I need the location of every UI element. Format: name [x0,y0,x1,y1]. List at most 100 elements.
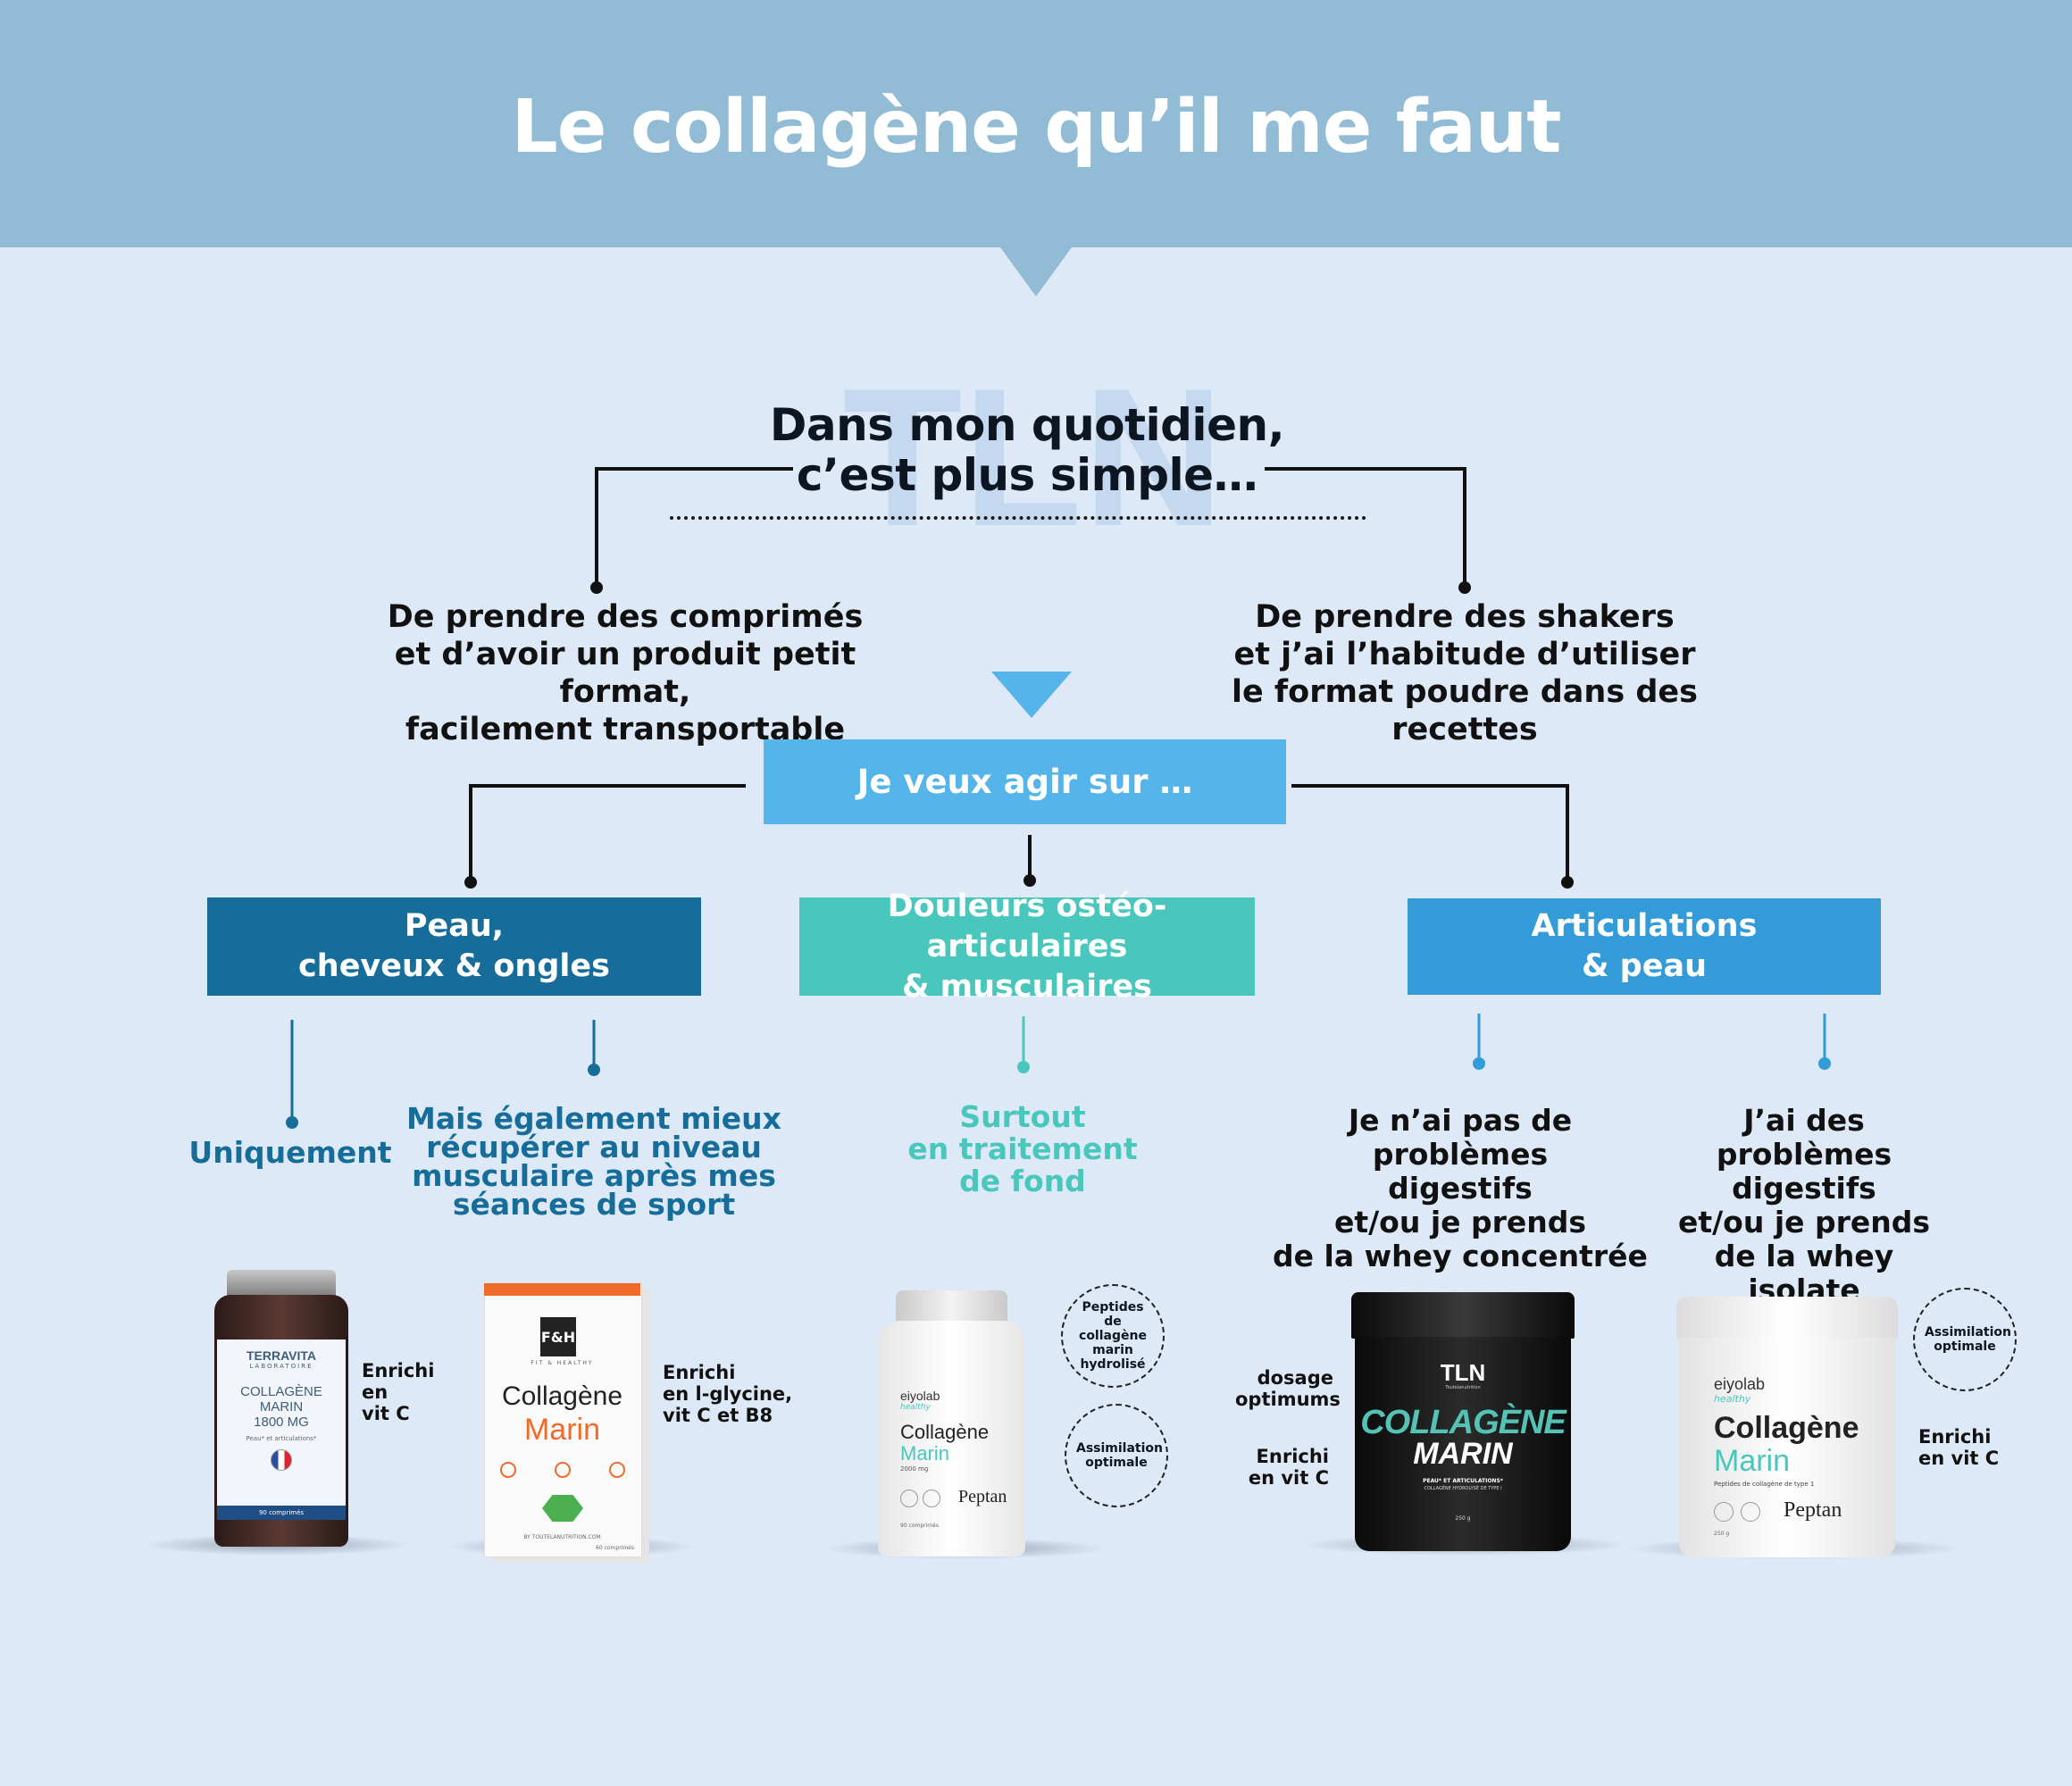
subchoice-digest-line-2: digestifs [1732,1171,1876,1206]
eiyolab-powder-name-1: Collagène [1714,1411,1859,1445]
badge-peptides: Peptides de collagène marin hydrolisé [1061,1284,1165,1388]
subchoice-surtout-line-1: Surtout [959,1099,1086,1134]
product-eiyolab-caps: eiyolab healthy Collagène Marin 2000 mg … [878,1290,1025,1556]
quality-badge-icon [542,1495,583,1522]
subchoice-mais-line-4: séances de sport [452,1187,736,1222]
note-tln-vitc: Enrichi en vit C [1235,1446,1329,1489]
dotted-divider [670,516,1366,520]
note-tln-dosage-line-2: optimums [1235,1389,1341,1410]
tln-name-2: MARIN [1413,1437,1513,1471]
category-douleurs-line-1: Douleurs ostéo-articulaires [887,888,1167,964]
eiyolab-powder-weight: 250 g [1714,1531,1730,1537]
subchoice-surtout-line-2: en traitement [907,1131,1138,1166]
eiyolab-caps-brand: eiyolab [900,1389,940,1403]
subchoice-no-digest-line-4: de la whey concentrée [1273,1239,1648,1273]
option-powder-line-3: le format poudre dans des recettes [1232,674,1698,747]
subchoice-surtout-line-3: de fond [959,1164,1086,1198]
eiyolab-caps-brand-sub: healthy [900,1403,931,1412]
note-eiyolab-powder: Enrichi en vit C [1918,1426,1999,1469]
terravita-brand: TERRAVITA [246,1348,317,1363]
peptan-logo: Peptan [1784,1498,1842,1522]
category-peau-line-2: cheveux & ongles [298,948,610,984]
benefit-icon [555,1462,571,1478]
option-tablets: De prendre des comprimés et d’avoir un p… [330,598,920,748]
note-terravita-line-1: Enrichi [362,1360,435,1381]
question-title: Dans mon quotidien, c’est plus simple… [679,400,1375,500]
subchoice-mais-line-1: Mais également mieux [406,1101,781,1136]
tln-name-1: COLLAGÈNE [1360,1404,1567,1441]
note-terravita-line-2: en [362,1381,388,1403]
subchoice-digest: J’ai des problèmes digestifs et/ou je pr… [1657,1104,1951,1307]
question-line-2: c’est plus simple… [796,449,1258,501]
terravita-name-2: MARIN [259,1399,304,1415]
note-fh-line-3: vit C et B8 [663,1405,773,1426]
fh-logo: F&H [540,1317,576,1356]
note-tln-dosage: dosage optimums [1235,1367,1341,1410]
eiyolab-powder-brand: eiyolab [1714,1375,1766,1393]
feature-icon [900,1490,918,1507]
subchoice-no-digest-line-2: digestifs [1388,1171,1533,1206]
fh-icon-row [500,1462,625,1478]
tln-brand-sub: Toutelanutrition [1445,1385,1481,1390]
subchoice-mais-egalement: Mais également mieux récupérer au niveau… [402,1101,786,1222]
note-fh: Enrichi en l-glycine, vit C et B8 [663,1362,792,1426]
product-eiyolab-powder: eiyolab healthy Collagène Marin Peptides… [1676,1297,1898,1557]
note-terravita: Enrichi en vit C [362,1360,434,1424]
subchoice-no-digest-line-1: Je n’ai pas de problèmes [1348,1103,1573,1172]
page-title: Le collagène qu’il me faut [511,85,1562,170]
note-eiyolab-powder-line-1: Enrichi [1918,1426,1992,1448]
tub-lid [1676,1297,1898,1340]
option-tablets-line-1: De prendre des comprimés [387,599,864,635]
category-douleurs: Douleurs ostéo-articulaires & musculaire… [799,889,1255,1005]
option-powder-line-2: et j’ai l’habitude d’utiliser [1233,637,1696,672]
subchoice-surtout: Surtout en traitement de fond [889,1101,1157,1198]
peptan-logo: Peptan [958,1487,1007,1506]
category-douleurs-line-2: & musculaires [901,968,1153,1005]
down-arrow-icon [991,672,1072,718]
eiyolab-caps-name-2: Marin [900,1442,950,1465]
eiyolab-powder-name-2: Marin [1714,1444,1791,1478]
fh-count: 60 comprimés [596,1545,634,1551]
subchoice-uniquement: Uniquement [188,1135,392,1170]
terravita-dose: 1800 MG [254,1415,309,1430]
product-fh: F&H FIT & HEALTHY Collagène Marin BY TOU… [484,1283,652,1563]
feature-icon [923,1490,940,1507]
note-tln-dosage-line-1: dosage [1257,1367,1333,1389]
action-box: Je veux agir sur … [764,739,1286,824]
bottle-body [878,1321,1025,1556]
benefit-icon [609,1462,625,1478]
note-tln-vitc-line-1: Enrichi [1256,1446,1329,1467]
badge-assimilation-powder-text: Assimilation optimale [1925,1325,2012,1354]
box-top-stripe [484,1283,640,1296]
tub-lid [1351,1292,1575,1339]
eiyolab-caps-dose: 2000 mg [900,1465,929,1473]
subchoice-digest-line-1: J’ai des problèmes [1716,1103,1892,1172]
option-powder: De prendre des shakers et j’ai l’habitud… [1161,598,1768,748]
fh-brand-sub: FIT & HEALTHY [531,1360,594,1366]
header-arrow [1000,247,1072,296]
bottle-cap [227,1270,336,1297]
category-peau-line-1: Peau, [404,908,505,944]
eiyolab-caps-name-1: Collagène [900,1421,990,1443]
eiyolab-caps-count: 90 comprimés [900,1523,939,1529]
tub-body [1355,1337,1571,1551]
option-tablets-line-2: et d’avoir un produit petit format, [394,637,856,710]
subchoice-mais-line-2: récupérer au niveau [426,1130,762,1164]
tln-desc-1: PEAU* ET ARTICULATIONS* [1423,1478,1503,1484]
watermark-logo: TLN [844,373,1224,543]
terravita-count: 90 comprimés [217,1506,346,1520]
fh-name-2: Marin [523,1413,601,1447]
tln-brand: TLN [1440,1359,1486,1386]
benefit-icon [500,1462,516,1478]
product-terravita: TERRAVITA LABORATOIRE COLLAGÈNE MARIN 18… [214,1270,348,1547]
note-terravita-line-3: vit C [362,1403,410,1424]
watermark-text: TLN [844,373,1224,543]
category-articulations: Articulations & peau [1408,898,1881,995]
category-peau: Peau, cheveux & ongles [207,897,701,996]
badge-assimilation-text: Assimilation optimale [1076,1441,1164,1470]
subchoice-mais-line-3: musculaire après mes [412,1158,776,1193]
header-banner [0,0,2072,247]
category-articulations-line-2: & peau [1581,948,1708,984]
category-articulations-line-1: Articulations [1531,908,1758,944]
